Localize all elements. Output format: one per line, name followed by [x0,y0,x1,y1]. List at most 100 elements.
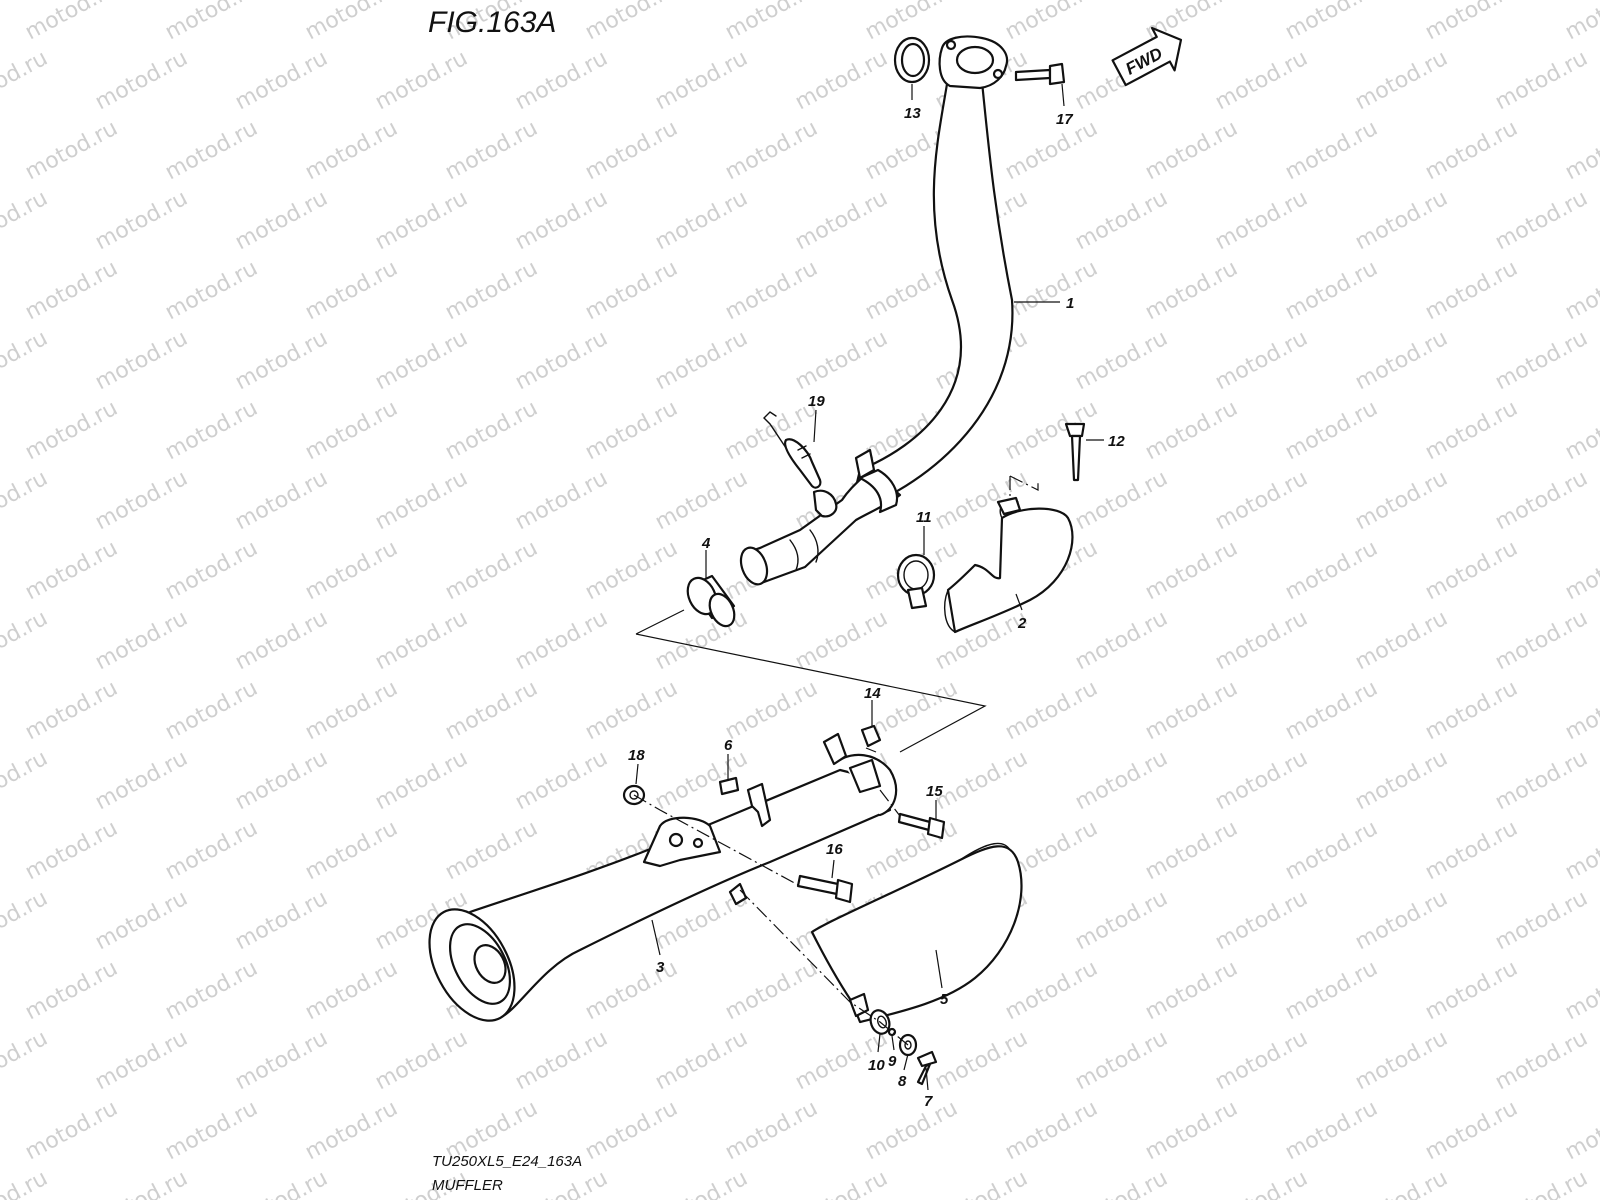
watermark-text: motod.ru [441,396,542,465]
oxygen-sensor [763,411,822,489]
watermark-text: motod.ru [161,676,262,745]
watermark-text: motod.ru [91,746,192,815]
callout-9: 9 [888,1053,897,1070]
watermark-text: motod.ru [1071,326,1172,395]
watermark-text: motod.ru [1281,0,1382,45]
watermark-text: motod.ru [1281,956,1382,1025]
watermark-text: motod.ru [1141,816,1242,885]
leader-lines [635,83,1104,1091]
watermark-text: motod.ru [1281,676,1382,745]
watermark-text: motod.ru [511,186,612,255]
watermark-text: motod.ru [1561,676,1600,745]
watermark-text: motod.ru [791,606,892,675]
watermark-text: motod.ru [1001,676,1102,745]
watermark-text: motod.ru [0,186,52,255]
watermark-text: motod.ru [1071,1026,1172,1095]
watermark-text: motod.ru [0,1166,52,1200]
watermark-text: motod.ru [1211,606,1312,675]
exhaust-pipe [739,35,1014,586]
callout-18: 18 [628,747,645,764]
muffler-bolt [796,874,854,904]
watermark-text: motod.ru [1561,956,1600,1025]
rubber-damper [718,776,740,796]
watermark-text: motod.ru [0,466,52,535]
watermark-text: motod.ru [1561,816,1600,885]
watermark-text: motod.ru [581,676,682,745]
watermark-text: motod.ru [231,886,332,955]
alignment-line-1 [633,794,801,887]
watermark-text: motod.ru [0,326,52,395]
watermark-text: motod.ru [21,0,122,45]
assembly-line-shield [1009,475,1039,498]
watermark-text: motod.ru [581,256,682,325]
assembly-line [635,609,987,753]
clamp-bolt [897,812,946,840]
watermark-text: motod.ru [371,746,472,815]
watermark-text: motod.ru [231,746,332,815]
watermark-text: motod.ru [301,256,402,325]
watermark-text: motod.ru [1281,536,1382,605]
watermark-text: motod.ru [1211,746,1312,815]
watermark-text: motod.ru [861,1096,962,1165]
watermark-text: motod.ru [791,1166,892,1200]
watermark-text: motod.ru [91,606,192,675]
forward-arrow-icon: FWD [1111,26,1183,87]
watermark-text: motod.ru [1491,46,1592,115]
watermark-text: motod.ru [511,606,612,675]
callout-3: 3 [656,959,665,976]
watermark-text: motod.ru [161,1096,262,1165]
watermark-text: motod.ru [1281,1096,1382,1165]
watermark-text: motod.ru [21,956,122,1025]
watermark-text: motod.ru [1561,1096,1600,1165]
watermark-text: motod.ru [371,606,472,675]
watermark-text: motod.ru [91,186,192,255]
watermark-text: motod.ru [1001,1096,1102,1165]
watermark-text: motod.ru [161,956,262,1025]
watermark-text: motod.ru [1281,396,1382,465]
watermark-text: motod.ru [1491,1026,1592,1095]
watermark-text: motod.ru [1491,746,1592,815]
watermark-text: motod.ru [441,816,542,885]
watermark-text: motod.ru [21,396,122,465]
callout-2: 2 [1017,615,1027,632]
watermark-text: motod.ru [581,116,682,185]
watermark-text: motod.ru [1491,466,1592,535]
watermark-text: motod.ru [91,326,192,395]
callout-5: 5 [940,991,949,1008]
watermark-text: motod.ru [1561,0,1600,45]
watermark-text: motod.ru [721,956,822,1025]
watermark-text: motod.ru [1141,396,1242,465]
watermark-text: motod.ru [1351,466,1452,535]
watermark-text: motod.ru [301,396,402,465]
watermark-text: motod.ru [301,676,402,745]
watermark-text: motod.ru [91,466,192,535]
watermark-text: motod.ru [1351,186,1452,255]
watermark-text: motod.ru [161,396,262,465]
watermark-text: motod.ru [1211,466,1312,535]
watermark-text: motod.ru [1421,116,1522,185]
watermark-text: motod.ru [791,186,892,255]
callout-13: 13 [904,105,921,122]
watermark-text: motod.ru [1421,536,1522,605]
watermark-text: motod.ru [1141,116,1242,185]
watermark-text: motod.ru [91,1166,192,1200]
watermark-text: motod.ru [651,46,752,115]
watermark-text: motod.ru [1071,466,1172,535]
watermark-text: motod.ru [1421,256,1522,325]
watermark-text: motod.ru [1211,46,1312,115]
watermark-text: motod.ru [511,46,612,115]
watermark-text: motod.ru [1561,256,1600,325]
callout-6: 6 [724,737,733,754]
watermark-text: motod.ru [1281,116,1382,185]
watermark-text: motod.ru [511,746,612,815]
watermark-text: motod.ru [721,676,822,745]
watermark-text: motod.ru [1421,1096,1522,1165]
watermark-text: motod.ru [161,0,262,45]
callout-15: 15 [926,783,943,800]
watermark-text: motod.ru [1001,256,1102,325]
callout-12: 12 [1108,433,1125,450]
watermark-text: motod.ru [371,46,472,115]
watermark-text: motod.ru [21,116,122,185]
watermark-text: motod.ru [1211,1166,1312,1200]
watermark-text: motod.ru [161,116,262,185]
